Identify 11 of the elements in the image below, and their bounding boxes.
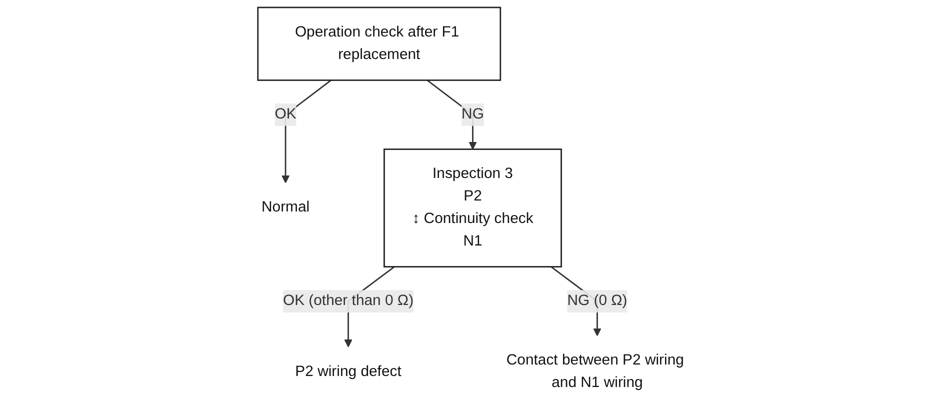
node-text: Contact between P2 wiring and N1 wiring <box>506 352 684 391</box>
edge-label: NG (0 Ω) <box>567 292 628 309</box>
edge-label: NG <box>462 106 484 122</box>
node-text: P2 wiring defect <box>295 364 402 380</box>
node-text: Normal <box>261 200 310 216</box>
edge-label: OK (other than 0 Ω) <box>282 292 414 309</box>
edge-label: OK <box>274 106 296 122</box>
arrow <box>426 80 477 150</box>
node-box: Inspection 3 P2 ↕ Continuity check N1 <box>384 148 562 268</box>
node-box: Operation check after F1 replacement <box>257 6 502 81</box>
arrow <box>281 80 332 184</box>
